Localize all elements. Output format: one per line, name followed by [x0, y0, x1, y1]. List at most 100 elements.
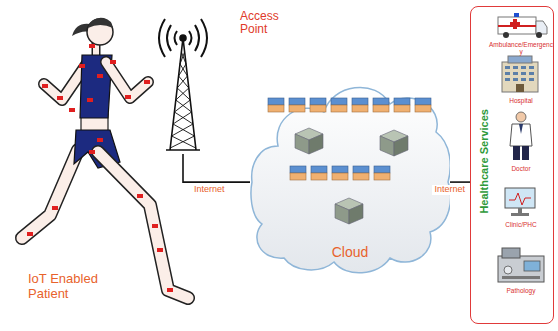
runner-back-limbs [22, 150, 78, 238]
sensor-dot [89, 150, 95, 154]
doctor-icon [522, 146, 529, 160]
pathology-icon [502, 276, 540, 279]
runner-figure [22, 18, 188, 298]
service-item: Doctor [489, 165, 553, 172]
access-point-tower [180, 35, 186, 41]
runner-back-limbs [22, 150, 78, 238]
hospital-window [513, 66, 518, 69]
tower-brace [180, 64, 187, 76]
server-units [394, 98, 410, 105]
server-units [289, 98, 305, 112]
hospital-icon [502, 56, 538, 92]
cloud-node: Cloud [250, 48, 450, 280]
node-text: Ambulance/Emergency [489, 41, 553, 56]
server-units [268, 98, 284, 112]
pathology-icon [504, 266, 512, 274]
sensor-dot [125, 95, 131, 99]
tower-brace [172, 136, 196, 148]
server-units [353, 166, 369, 180]
server-units [289, 105, 305, 112]
hospital-window [513, 78, 518, 81]
tower-brace [179, 64, 186, 76]
hospital-window [529, 66, 534, 69]
ambulance-icon [498, 17, 536, 34]
sensor-dot [157, 248, 163, 252]
server-units [353, 166, 369, 173]
sensor-dot [27, 232, 33, 236]
server-boxes [295, 128, 323, 154]
tower-brace [176, 88, 189, 100]
server-units [311, 173, 327, 180]
link-label: Internet [432, 185, 467, 195]
server-units [268, 98, 431, 180]
access-point-tower [170, 52, 196, 148]
hospital-window [529, 72, 534, 75]
tower-brace [170, 136, 194, 148]
ambulance-icon [536, 32, 542, 38]
hospital-window [505, 66, 510, 69]
service-item: Pathology [489, 287, 553, 294]
server-units [311, 166, 327, 180]
hospital-icon [508, 56, 532, 63]
pathology-icon [498, 248, 544, 282]
network-link [183, 154, 250, 182]
node-text: Access Point [240, 10, 288, 36]
server-units [352, 105, 368, 112]
node-text: IoT Enabled Patient [28, 272, 123, 302]
hospital-window [513, 72, 518, 75]
tower-brace [173, 112, 192, 124]
server-units [373, 105, 389, 112]
runner-hair [88, 18, 113, 28]
pathology-icon [524, 261, 540, 271]
node-text: Hospital [489, 97, 553, 104]
server-boxes [394, 136, 408, 156]
sensor-dot [97, 138, 103, 142]
hospital-window [521, 72, 526, 75]
server-boxes [309, 134, 323, 154]
server-units [373, 98, 389, 105]
sensor-dot [42, 84, 48, 88]
clinic-icon [505, 188, 535, 216]
sensor-dot [89, 44, 95, 48]
service-item: Clinic/PHC [489, 221, 553, 228]
doctor-icon [516, 112, 526, 122]
runner-front-limbs [106, 62, 148, 98]
server-units [331, 105, 347, 112]
clinic-icon [505, 188, 535, 208]
tower-brace [177, 88, 190, 100]
runner-front-limbs [98, 62, 188, 298]
access-point-tower [189, 19, 207, 57]
service-item: Ambulance/Emergency [489, 41, 553, 56]
server-units [310, 98, 326, 105]
hospital-window [521, 66, 526, 69]
server-units [353, 173, 369, 180]
server-units [332, 166, 348, 180]
server-units [310, 105, 326, 112]
server-units [415, 98, 431, 105]
tower-brace [172, 124, 193, 136]
tower-brace [179, 76, 189, 88]
doctor-icon [510, 112, 532, 160]
server-units [352, 98, 368, 105]
node-text: Cloud [250, 244, 450, 260]
runner-front-limbs [106, 62, 148, 98]
sensor-dot [87, 98, 93, 102]
node-text: Clinic/PHC [489, 221, 553, 228]
clinic-icon [511, 213, 529, 216]
access-point-tower [166, 38, 200, 150]
server-units [415, 98, 431, 112]
tower-brace [173, 124, 194, 136]
server-units [332, 173, 348, 180]
node-text: Healthcare Services [478, 86, 491, 236]
server-boxes [295, 134, 309, 154]
server-units [374, 173, 390, 180]
service-item: Hospital [489, 97, 553, 104]
sensor-dot [152, 224, 158, 228]
ambulance-icon [503, 32, 509, 38]
doctor-icon [519, 124, 523, 134]
tower-brace [176, 100, 192, 112]
server-boxes [335, 198, 363, 224]
sensor-dot [79, 64, 85, 68]
tower-brace [177, 76, 187, 88]
server-boxes [380, 130, 408, 156]
